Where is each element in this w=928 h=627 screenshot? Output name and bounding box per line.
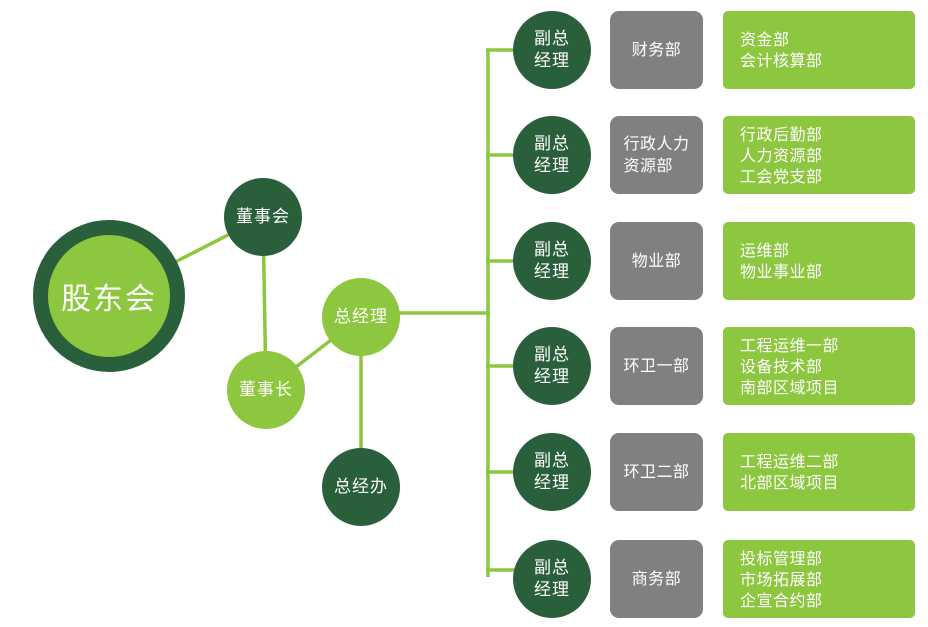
sub-dept-label: 设备技术部: [740, 356, 823, 376]
dept-box-property: 物业部: [610, 222, 703, 300]
sub-dept-label: 物业事业部: [740, 262, 823, 281]
dept-label-line: 行政人力: [623, 134, 690, 153]
node-deputy-gm-1: 副总 经理: [513, 11, 591, 89]
dept-label-line: 商务部: [631, 569, 682, 588]
node-gm-office: 总经办: [322, 448, 400, 526]
node-deputy-gm-3: 副总 经理: [513, 222, 591, 300]
sub-box-business: 投标管理部 市场拓展部 企宣合约部: [723, 540, 915, 618]
deputy-gm-label-line1: 副总: [534, 558, 570, 578]
node-chairman: 董事长: [227, 351, 305, 429]
node-general-manager-label: 总经理: [334, 307, 388, 327]
sub-dept-label: 工程运维二部: [740, 452, 840, 471]
sub-box-property: 运维部 物业事业部: [723, 222, 915, 300]
sub-dept-label: 南部区域项目: [740, 377, 840, 397]
dept-box-finance: 财务部: [610, 11, 703, 89]
deputy-gm-label-line2: 经理: [534, 580, 570, 600]
dept-box-business: 商务部: [610, 540, 703, 618]
node-deputy-gm-6: 副总 经理: [513, 540, 591, 618]
node-board-label: 董事会: [236, 207, 290, 227]
sub-dept-label: 投标管理部: [740, 548, 823, 568]
deputy-gm-label-line1: 副总: [534, 134, 570, 154]
deputy-gm-label-line2: 经理: [534, 473, 570, 493]
dept-box-sanitation-2: 环卫二部: [610, 433, 703, 511]
dept-label-line: 环卫一部: [623, 356, 690, 375]
sub-dept-label: 市场拓展部: [740, 569, 823, 589]
sub-dept-label: 工会党支部: [740, 166, 823, 186]
dept-box-sanitation-1: 环卫一部: [610, 327, 703, 405]
dept-label-line: 物业部: [631, 251, 682, 270]
sub-box-finance: 资金部 会计核算部: [723, 11, 915, 89]
deputy-gm-label-line1: 副总: [534, 29, 570, 49]
sub-dept-label: 工程运维一部: [740, 335, 840, 355]
node-shareholders: 股东会: [33, 220, 185, 372]
sub-box-sanitation-2: 工程运维二部 北部区域项目: [723, 433, 915, 511]
node-deputy-gm-2: 副总 经理: [513, 116, 591, 194]
deputy-gm-label-line1: 副总: [534, 240, 570, 260]
deputy-gm-label-line2: 经理: [534, 262, 570, 282]
sub-box-admin-hr: 行政后勤部 人力资源部 工会党支部: [723, 116, 915, 194]
sub-dept-label: 企宣合约部: [740, 590, 823, 610]
node-gm-office-label: 总经办: [334, 477, 388, 497]
dept-label-line: 资源部: [623, 156, 673, 175]
deputy-gm-label-line2: 经理: [534, 367, 570, 387]
deputy-gm-label-line1: 副总: [534, 345, 570, 365]
deputy-gm-label-line2: 经理: [534, 156, 570, 176]
sub-dept-label: 人力资源部: [740, 145, 823, 165]
deputy-gm-label-line1: 副总: [534, 451, 570, 471]
dept-box-admin-hr: 行政人力 资源部: [610, 116, 703, 194]
node-board: 董事会: [224, 178, 302, 256]
sub-dept-label: 会计核算部: [740, 51, 823, 70]
sub-dept-label: 行政后勤部: [740, 124, 823, 144]
dept-label-line: 环卫二部: [623, 462, 690, 481]
sub-box-sanitation-1: 工程运维一部 设备技术部 南部区域项目: [723, 327, 915, 405]
deputy-gm-label-line2: 经理: [534, 51, 570, 71]
node-deputy-gm-5: 副总 经理: [513, 433, 591, 511]
sub-dept-label: 资金部: [740, 30, 790, 49]
node-deputy-gm-4: 副总 经理: [513, 327, 591, 405]
sub-dept-label: 运维部: [740, 241, 790, 260]
dept-label-line: 财务部: [631, 40, 682, 59]
sub-dept-label: 北部区域项目: [740, 473, 840, 492]
node-general-manager: 总经理: [322, 278, 400, 356]
node-shareholders-label: 股东会: [61, 282, 157, 317]
node-chairman-label: 董事长: [239, 380, 293, 400]
